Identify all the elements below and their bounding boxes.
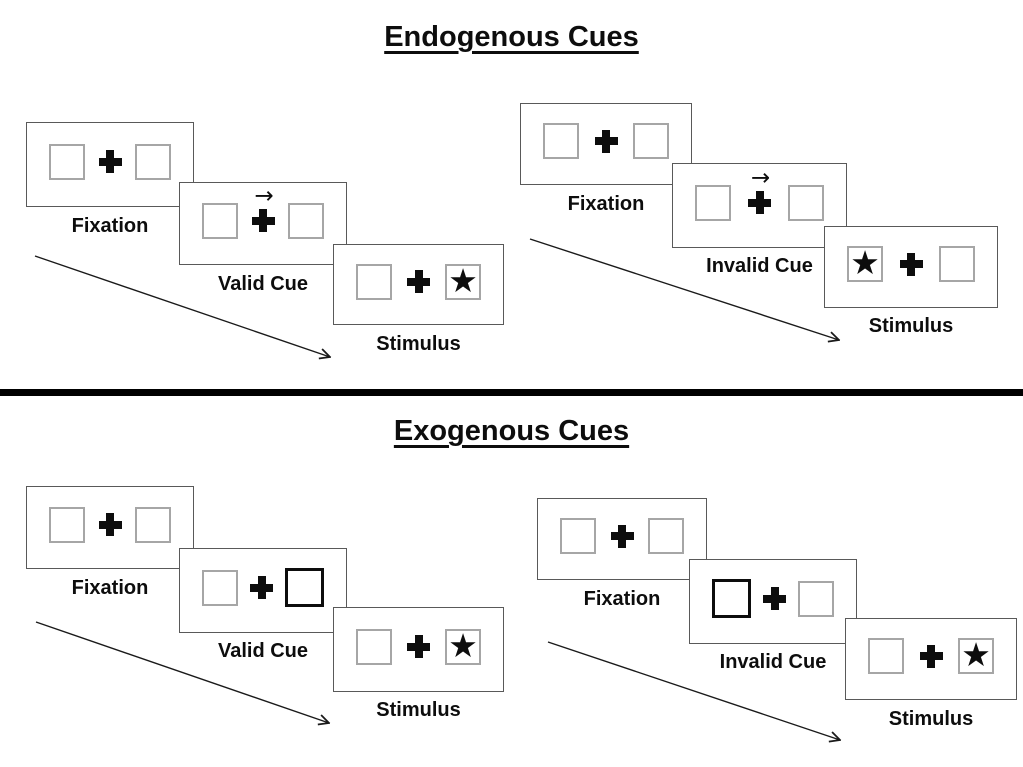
cue-highlight-box xyxy=(285,568,324,607)
stimulus-panel: ★ xyxy=(845,618,1017,700)
panel-label: Fixation xyxy=(567,193,645,215)
center-symbol xyxy=(899,252,923,276)
fixation-cross-icon xyxy=(98,150,122,173)
panel-label: Fixation xyxy=(71,215,149,237)
left-box xyxy=(356,263,392,300)
center-symbol: → xyxy=(251,185,275,232)
left-box xyxy=(49,143,85,180)
fixation-panel xyxy=(537,498,707,580)
panel-label: Stimulus xyxy=(888,708,974,730)
left-box: ★ xyxy=(847,246,883,282)
star-stimulus-icon: ★ xyxy=(961,635,991,674)
center-symbol xyxy=(250,576,273,599)
fixation-cross-icon xyxy=(610,524,634,548)
left-box xyxy=(49,506,85,543)
center-symbol xyxy=(407,635,430,658)
fixation-cross-icon xyxy=(251,209,275,232)
fixation-cross-icon xyxy=(899,252,923,276)
panel-label: Fixation xyxy=(583,588,661,610)
right-box: ★ xyxy=(445,260,481,300)
star-stimulus-icon: ★ xyxy=(448,260,478,300)
panel-label: Valid Cue xyxy=(217,640,309,662)
section-title-exogenous: Exogenous Cues xyxy=(0,414,1023,449)
center-symbol xyxy=(610,524,634,548)
right-box xyxy=(135,506,171,543)
right-box xyxy=(788,184,824,221)
right-box xyxy=(798,580,834,617)
valid-cue-panel xyxy=(179,548,347,633)
left-box xyxy=(202,569,238,606)
center-symbol xyxy=(919,644,943,668)
cue-arrow-icon: → xyxy=(751,165,771,191)
left-box xyxy=(543,123,579,159)
fixation-cross-icon xyxy=(407,635,430,658)
right-box xyxy=(288,202,324,239)
invalid-cue-panel: → xyxy=(672,163,847,248)
stimulus-panel: ★ xyxy=(333,607,504,692)
center-symbol xyxy=(594,129,618,153)
right-box: ★ xyxy=(445,625,481,665)
invalid-cue-panel xyxy=(689,559,857,644)
section-title-endogenous: Endogenous Cues xyxy=(0,20,1023,55)
fixation-cross-icon xyxy=(407,270,430,293)
cue-arrow-icon: → xyxy=(254,183,274,209)
left-box xyxy=(695,184,731,221)
right-box: ★ xyxy=(958,638,994,674)
fixation-panel xyxy=(26,122,194,207)
fixation-panel xyxy=(26,486,194,569)
star-stimulus-icon: ★ xyxy=(850,243,880,282)
panel-label: Stimulus xyxy=(868,315,954,337)
fixation-cross-icon xyxy=(748,191,771,214)
valid-cue-panel: → xyxy=(179,182,347,265)
right-box xyxy=(135,143,171,180)
fixation-cross-icon xyxy=(98,513,122,536)
panel-label: Stimulus xyxy=(376,333,461,355)
section-title-text: Endogenous Cues xyxy=(384,21,639,53)
right-box xyxy=(648,518,684,554)
center-symbol xyxy=(407,270,430,293)
center-symbol xyxy=(98,150,122,173)
panel-label: Fixation xyxy=(71,577,149,599)
left-box xyxy=(560,518,596,554)
fixation-cross-icon xyxy=(250,576,273,599)
fixation-panel xyxy=(520,103,692,185)
section-divider xyxy=(0,389,1023,396)
cue-highlight-box xyxy=(712,579,751,618)
fixation-cross-icon xyxy=(763,587,786,610)
panel-label: Stimulus xyxy=(376,699,461,721)
stimulus-panel: ★ xyxy=(333,244,504,325)
center-symbol: → xyxy=(748,167,771,214)
panel-label: Valid Cue xyxy=(217,273,309,295)
panel-label: Invalid Cue xyxy=(719,651,827,673)
star-stimulus-icon: ★ xyxy=(448,625,478,665)
panel-label: Invalid Cue xyxy=(706,255,813,277)
section-title-text: Exogenous Cues xyxy=(393,415,630,447)
center-symbol xyxy=(763,587,786,610)
left-box xyxy=(202,202,238,239)
stimulus-panel: ★ xyxy=(824,226,998,308)
fixation-cross-icon xyxy=(594,129,618,153)
fixation-cross-icon xyxy=(919,644,943,668)
center-symbol xyxy=(98,513,122,536)
left-box xyxy=(356,628,392,665)
right-box xyxy=(633,123,669,159)
right-box xyxy=(939,246,975,282)
time-arrow xyxy=(35,621,329,723)
left-box xyxy=(868,638,904,674)
